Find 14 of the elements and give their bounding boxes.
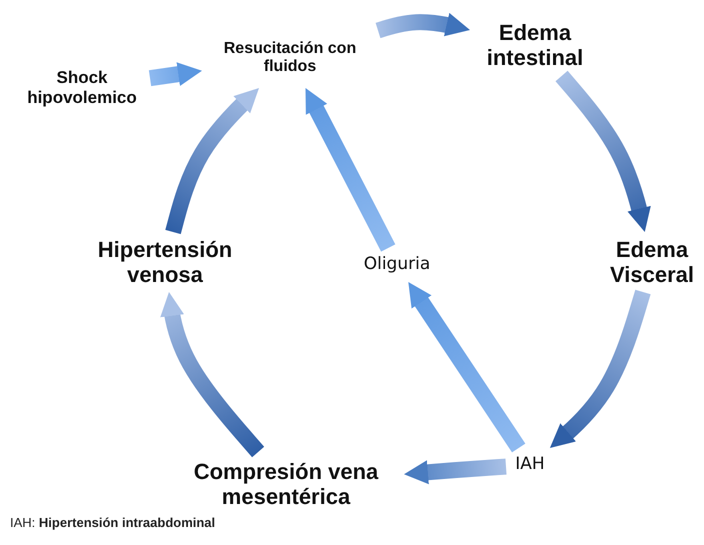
arrow [148,62,204,86]
arrow [556,70,653,234]
arrow [376,12,472,38]
node-label: Oliguria [364,255,430,275]
arrow [403,458,507,484]
node-label: Edema intestinal [486,20,584,70]
footnote: IAH: Hipertensión intraabdominal [10,515,216,530]
arrow [160,290,264,458]
node-label: Compresión vena mesentérica [192,458,380,510]
node-label: Edema Visceral [608,236,695,288]
node-label: Hipertensión venosa [96,236,234,288]
node-label: IAH [515,455,545,475]
node-label: Shock hipovolemico [26,68,138,108]
node-label: Resucitación con fluidos [222,40,358,76]
